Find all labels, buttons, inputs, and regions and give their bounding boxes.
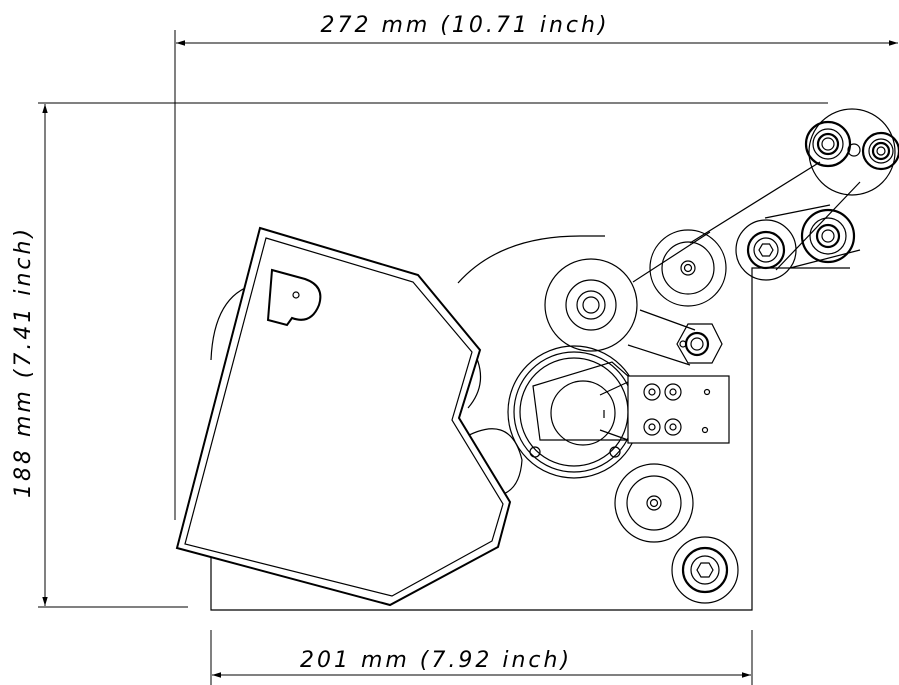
right-roller bbox=[800, 208, 856, 264]
hex-bolt-roller bbox=[735, 219, 797, 281]
roller-arms bbox=[627, 161, 861, 366]
left-height-label: 188 mm (7.41 inch) bbox=[11, 226, 36, 498]
mounting-bracket bbox=[627, 375, 730, 444]
top-width-label: 272 mm (10.71 inch) bbox=[320, 13, 609, 38]
large-roller bbox=[544, 258, 638, 352]
bottom-width-dimension: 201 mm (7.92 inch) bbox=[210, 630, 753, 685]
bottom-width-label: 201 mm (7.92 inch) bbox=[300, 648, 572, 673]
upper-guide-roller bbox=[649, 229, 727, 307]
lower-guide-roller bbox=[614, 463, 694, 543]
bottom-bolt-roller bbox=[671, 536, 739, 604]
front-cover bbox=[175, 226, 512, 607]
hex-nut-part bbox=[676, 323, 723, 364]
drive-assembly bbox=[507, 345, 641, 479]
top-right-roller-cluster bbox=[804, 108, 899, 196]
top-width-dimension: 272 mm (10.71 inch) bbox=[174, 13, 898, 520]
left-height-dimension: 188 mm (7.41 inch) bbox=[11, 102, 828, 608]
